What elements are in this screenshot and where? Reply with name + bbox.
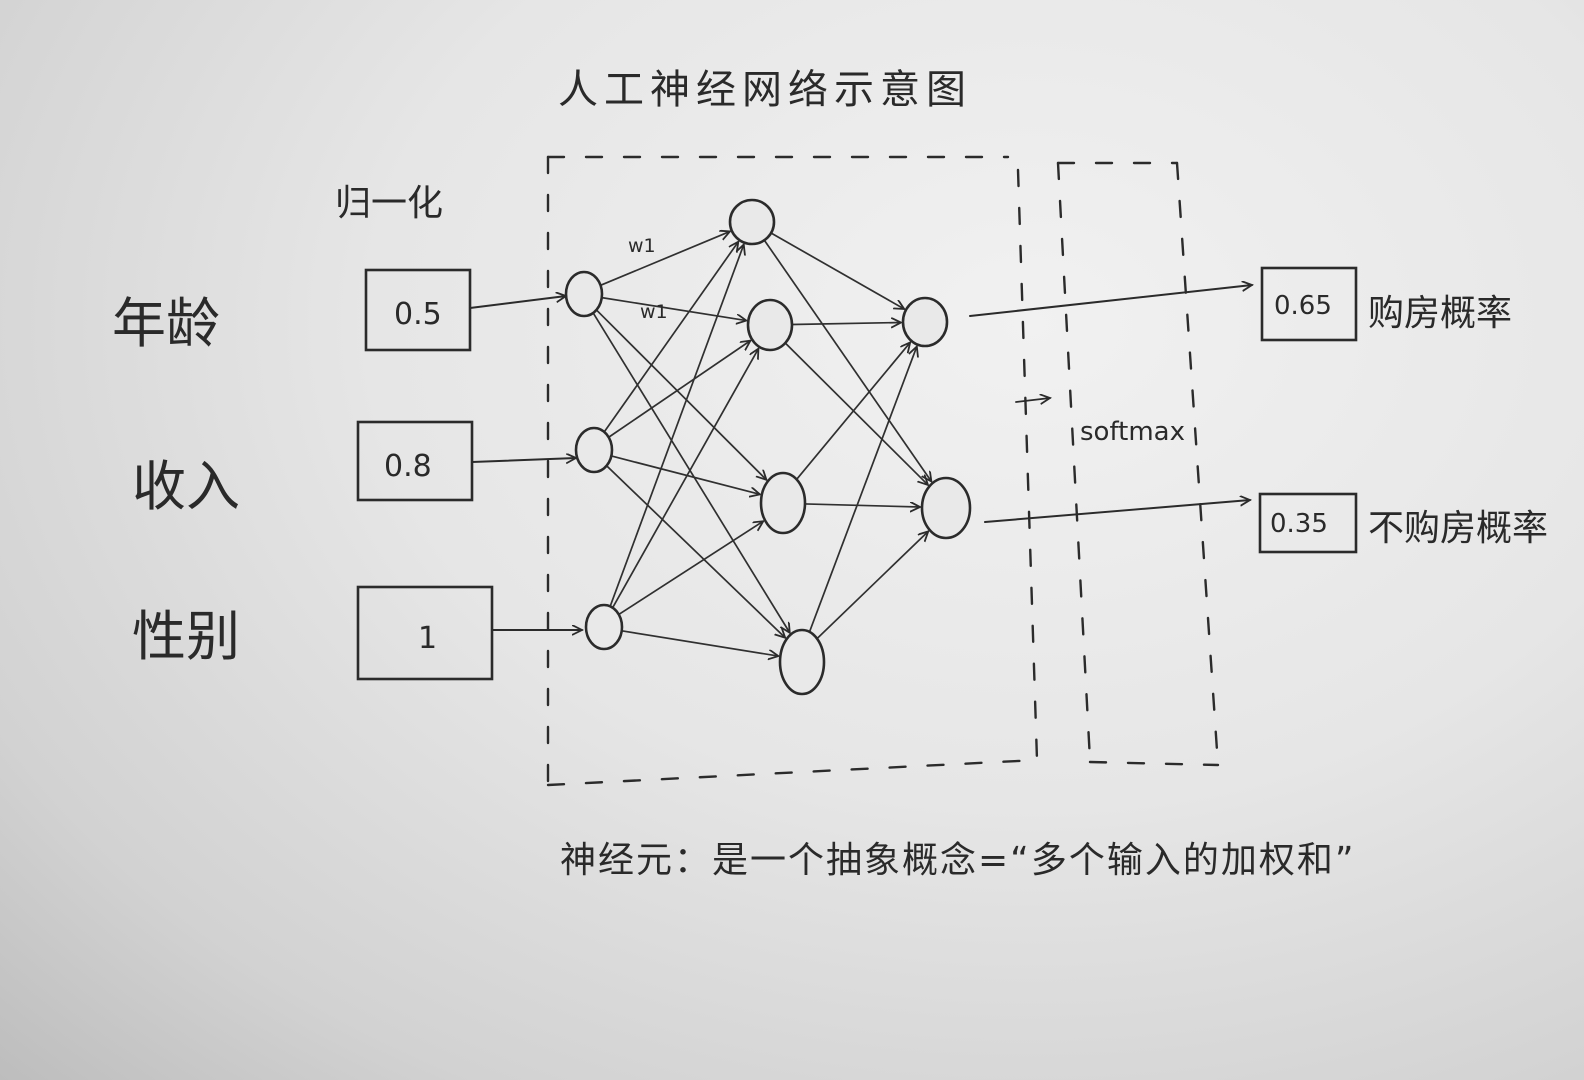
gap-arrow [1015, 398, 1050, 402]
hidden-layer [728, 198, 826, 696]
input-hidden-edge-1-2 [601, 296, 747, 321]
softmax-label: softmax [1080, 417, 1185, 447]
output-arrow-notbuy [984, 500, 1250, 523]
input-box-gender [356, 585, 494, 681]
output-value-buy: 0.65 [1274, 291, 1332, 321]
input-hidden-edge-2-3 [611, 455, 760, 494]
hidden-output-edge-1-1 [770, 232, 904, 309]
input-neuron-1 [564, 270, 604, 318]
input-label-income: 收入 [132, 455, 240, 518]
input-value-age: 0.5 [394, 297, 442, 332]
output-neuron-1 [901, 296, 949, 348]
input-hidden-edge-2-2 [608, 341, 751, 438]
input-neuron-2 [574, 426, 614, 474]
input-hidden-edge-1-3 [595, 309, 766, 480]
hidden-neuron-3 [759, 471, 807, 535]
input-layer [564, 270, 624, 651]
hidden-neuron-1 [728, 198, 776, 246]
output-neuron-2 [920, 476, 972, 540]
input-arrow-income [471, 458, 576, 462]
input-hidden-edge-2-4 [606, 465, 786, 638]
output-label-notbuy: 不购房概率 [1368, 508, 1548, 549]
input-hidden-edge-3-2 [611, 349, 759, 609]
input-hidden-edge-1-4 [592, 312, 790, 633]
hidden-output-edge-2-1 [791, 323, 901, 325]
output-value-notbuy: 0.35 [1270, 509, 1328, 539]
input-hidden-edge-3-1 [609, 245, 744, 607]
diagram-title: 人工神经网络示意图 [558, 67, 972, 113]
input-value-income: 0.8 [384, 449, 432, 484]
footnote: 神经元：是一个抽象概念=“多个输入的加权和” [560, 840, 1355, 881]
output-layer [901, 296, 972, 540]
input-arrow-age [469, 296, 566, 309]
input-neuron-3 [584, 603, 624, 651]
output-label-buy: 购房概率 [1368, 293, 1512, 334]
input-hidden-edge-2-1 [603, 242, 738, 433]
input-label-gender: 性别 [132, 605, 240, 668]
hidden-output-edge-1-2 [763, 239, 931, 481]
network-frame [546, 155, 1039, 787]
softmax-frame [1056, 161, 1220, 767]
output-box-buy [1260, 266, 1358, 342]
hidden-output-edge-4-2 [816, 531, 928, 640]
hidden-output-edge-2-2 [784, 342, 928, 485]
input-hidden-edge-1-1 [600, 231, 730, 287]
input-value-gender: 1 [418, 621, 437, 656]
hidden-neuron-2 [746, 298, 794, 352]
weight-label-2: w1 [640, 301, 668, 323]
hidden-output-edge-3-2 [804, 504, 920, 507]
output-box-notbuy [1258, 492, 1358, 554]
normalize-label: 归一化 [335, 183, 443, 224]
input-hidden-edge-3-4 [621, 629, 779, 656]
weight-label-1: w1 [628, 235, 656, 257]
hidden-neuron-4 [778, 628, 826, 696]
input-box-age [364, 268, 472, 352]
hidden-output-edge-3-1 [795, 342, 911, 480]
input-hidden-edge-3-3 [618, 521, 763, 616]
hidden-output-edge-4-1 [808, 346, 916, 633]
output-arrow-buy [969, 285, 1252, 317]
input-label-age: 年龄 [112, 292, 220, 355]
